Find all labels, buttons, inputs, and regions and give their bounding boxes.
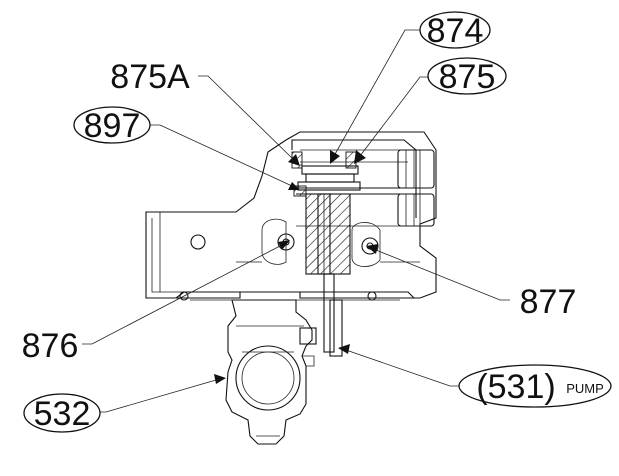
callout-877-label: 877 (520, 283, 577, 321)
callout-876: 876 (22, 327, 79, 365)
callout-875A-label: 875A (110, 58, 190, 96)
arrow-head-icon (330, 150, 340, 164)
callout-877: 877 (520, 283, 577, 321)
callout-875: 875 (427, 57, 507, 96)
arrow-head-icon (288, 154, 300, 166)
arrow-head-icon (338, 344, 350, 354)
arrow-head-icon (214, 374, 226, 384)
callout-875-label: 875 (439, 58, 496, 96)
callout-532: 532 (23, 393, 101, 433)
callout-876-label: 876 (22, 327, 79, 365)
arrow-head-icon (278, 240, 290, 250)
callout-531-sublabel: PUMP (566, 381, 604, 396)
pump-body-532 (225, 299, 317, 445)
leader-lines (82, 29, 510, 413)
arrow-head-icon (354, 150, 366, 164)
callout-874: 874 (419, 11, 491, 50)
callout-531-label: (531) (476, 368, 555, 406)
callout-531-pump: (531) PUMP (458, 364, 612, 408)
callout-874-label: 874 (427, 12, 484, 50)
callout-532-label: 532 (34, 395, 91, 433)
callout-897: 897 (73, 106, 151, 145)
valve-stack (277, 151, 379, 357)
arrow-head-icon (288, 182, 300, 190)
callout-875A: 875A (110, 58, 190, 96)
callout-897-label: 897 (84, 107, 141, 145)
arrow-head-icon (366, 244, 378, 254)
